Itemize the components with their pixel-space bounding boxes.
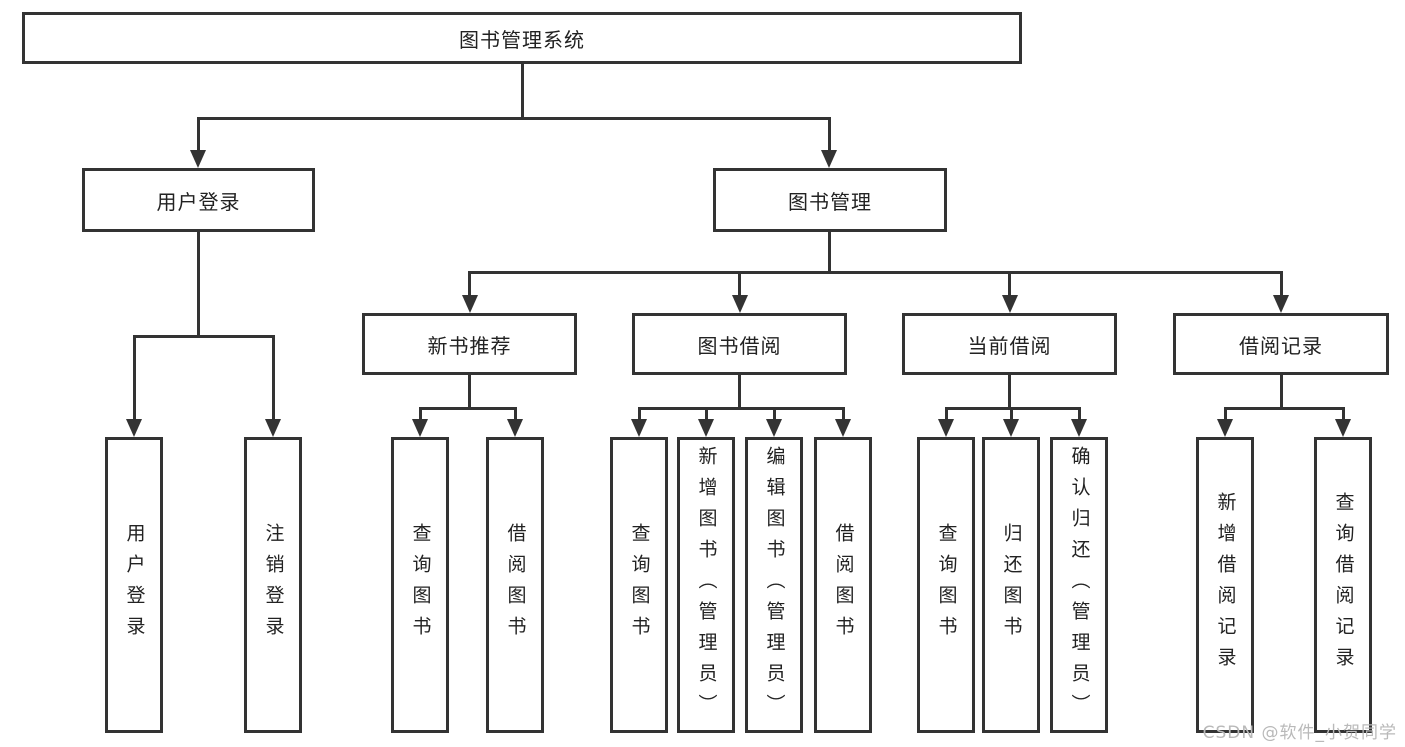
node-label: 新书推荐 <box>427 333 512 358</box>
leaf-add-books-admin: 新增图书（管理员） <box>677 437 735 733</box>
arrowhead-icon <box>766 419 782 437</box>
leaf-label: 借阅图书 <box>832 523 855 647</box>
leaf-edit-books-admin: 编辑图书（管理员） <box>745 437 803 733</box>
leaf-borrow-books: 借阅图书 <box>814 437 872 733</box>
leaf-label: 编辑图书（管理员） <box>763 445 786 725</box>
arrowhead-icon <box>126 419 142 437</box>
arrowhead-icon <box>507 419 523 437</box>
arrow-to-leaf-query-books-current <box>938 410 955 437</box>
leaf-query-borrow-record: 查询借阅记录 <box>1314 437 1372 733</box>
node-book-management: 图书管理 <box>713 168 947 232</box>
node-user-login: 用户登录 <box>82 168 315 232</box>
arrowhead-icon <box>1217 419 1233 437</box>
arrow-to-book-management <box>821 120 838 168</box>
leaf-label: 查询借阅记录 <box>1332 492 1355 678</box>
arrowhead-icon <box>1335 419 1351 437</box>
node-library-management-system: 图书管理系统 <box>22 12 1022 64</box>
arrowhead-icon <box>1071 419 1087 437</box>
leaf-label: 查询图书 <box>409 523 432 647</box>
connector-book-borrowing-bar <box>637 407 845 410</box>
node-borrowing-records: 借阅记录 <box>1173 313 1389 375</box>
leaf-logout: 注销登录 <box>244 437 302 733</box>
arrow-to-leaf-add-borrow-record <box>1217 410 1234 437</box>
node-label: 图书管理系统 <box>459 27 585 52</box>
arrow-to-new-book-recommendation <box>461 274 478 313</box>
connector-borrowing-records-stem <box>1279 375 1283 410</box>
leaf-query-books-recommend: 查询图书 <box>391 437 449 733</box>
leaf-confirm-return-admin: 确认归还（管理员） <box>1050 437 1108 733</box>
arrowhead-icon <box>1273 295 1289 313</box>
connector-borrowing-records-bar <box>1223 407 1345 410</box>
arrowhead-icon <box>1001 295 1018 313</box>
arrow-to-leaf-return-books <box>1003 410 1020 437</box>
leaf-query-books-current: 查询图书 <box>917 437 975 733</box>
arrowhead-icon <box>412 419 428 437</box>
arrow-to-leaf-query-books-recommend <box>412 410 429 437</box>
node-label: 借阅记录 <box>1239 333 1323 358</box>
connector-new-book-stem <box>468 375 471 410</box>
arrowhead-icon <box>938 419 954 437</box>
leaf-user-login: 用户登录 <box>105 437 163 733</box>
leaf-label: 借阅图书 <box>504 523 527 647</box>
arrowhead-icon <box>190 150 206 168</box>
arrow-to-current-borrowing <box>1001 274 1018 313</box>
leaf-return-books: 归还图书 <box>982 437 1040 733</box>
node-label: 图书借阅 <box>697 333 782 358</box>
connector-user-login-stem <box>196 232 200 338</box>
node-label: 当前借阅 <box>967 333 1052 358</box>
arrow-to-book-borrowing <box>731 274 748 313</box>
connector-book-management-stem <box>827 232 831 274</box>
csdn-watermark: CSDN @软件_小贺同学 <box>1202 723 1397 743</box>
leaf-label: 新增图书（管理员） <box>695 445 718 725</box>
leaf-label: 归还图书 <box>1000 523 1023 647</box>
arrow-to-leaf-query-books-borrowing <box>631 410 648 437</box>
leaf-label: 用户登录 <box>123 523 146 647</box>
leaf-borrow-books-recommend: 借阅图书 <box>486 437 544 733</box>
leaf-label: 查询图书 <box>628 523 651 647</box>
arrow-to-leaf-borrow-books <box>835 410 852 437</box>
leaf-add-borrow-record: 新增借阅记录 <box>1196 437 1254 733</box>
node-label: 图书管理 <box>788 189 872 214</box>
arrowhead-icon <box>1003 419 1019 437</box>
arrow-to-leaf-query-borrow-record <box>1335 410 1352 437</box>
leaf-label: 注销登录 <box>262 523 285 647</box>
node-book-borrowing: 图书借阅 <box>632 313 847 375</box>
arrowhead-icon <box>461 295 478 313</box>
connector-current-borrowing-stem <box>1008 375 1011 410</box>
arrow-to-leaf-logout <box>265 338 282 437</box>
connector-book-management-bar <box>468 271 1283 274</box>
connector-book-borrowing-stem <box>738 375 741 410</box>
arrowhead-icon <box>698 419 714 437</box>
connector-user-login-bar <box>132 335 275 338</box>
leaf-label: 确认归还（管理员） <box>1068 445 1091 725</box>
arrowhead-icon <box>821 150 837 168</box>
node-new-book-recommendation: 新书推荐 <box>362 313 577 375</box>
node-label: 用户登录 <box>156 189 241 214</box>
connector-new-book-bar <box>418 407 517 410</box>
arrow-to-leaf-edit-books-admin <box>766 410 783 437</box>
arrowhead-icon <box>631 419 647 437</box>
node-current-borrowing: 当前借阅 <box>902 313 1117 375</box>
arrowhead-icon <box>731 295 748 313</box>
arrowhead-icon <box>265 419 281 437</box>
leaf-label: 新增借阅记录 <box>1214 492 1237 678</box>
arrow-to-borrowing-records <box>1273 274 1290 313</box>
arrow-to-leaf-add-books-admin <box>698 410 715 437</box>
connector-root-bar <box>196 117 831 120</box>
arrow-to-leaf-borrow-books-recommend <box>507 410 524 437</box>
arrow-to-user-login <box>190 120 207 168</box>
arrow-to-leaf-user-login <box>126 338 143 437</box>
leaf-query-books-borrowing: 查询图书 <box>610 437 668 733</box>
leaf-label: 查询图书 <box>935 523 958 647</box>
arrow-to-leaf-confirm-return-admin <box>1071 410 1088 437</box>
connector-root-stem <box>520 64 524 120</box>
connector-current-borrowing-bar <box>944 407 1081 410</box>
arrowhead-icon <box>835 419 851 437</box>
